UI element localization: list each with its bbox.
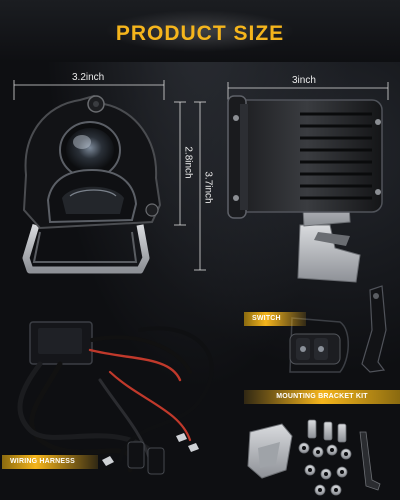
mounting-bracket-illustration — [361, 285, 387, 373]
front-view-light — [22, 94, 162, 274]
wiring-harness-illustration — [17, 321, 214, 475]
side-depth-label: 3inch — [292, 75, 316, 86]
title-glow — [105, 10, 295, 52]
side-view-light — [227, 95, 383, 283]
height-dimension-lines — [174, 101, 206, 271]
title-banner: PRODUCT SIZE — [0, 0, 400, 62]
switch-illustration — [289, 317, 349, 373]
switch-tag: SWITCH — [244, 312, 306, 326]
lens-height-label: 2.8inch — [182, 146, 194, 179]
page-title: PRODUCT SIZE — [115, 22, 285, 45]
wiring-harness-tag: WIRING HARNESS — [2, 455, 98, 469]
side-depth-dimension-line — [227, 82, 389, 100]
total-height-label: 3.7inch — [202, 171, 214, 204]
bracket-kit-hardware — [247, 419, 381, 496]
mounting-bracket-kit-tag: MOUNTING BRACKET KIT — [244, 390, 400, 404]
front-width-dimension-line — [13, 80, 165, 100]
front-width-label: 3.2inch — [72, 72, 105, 83]
